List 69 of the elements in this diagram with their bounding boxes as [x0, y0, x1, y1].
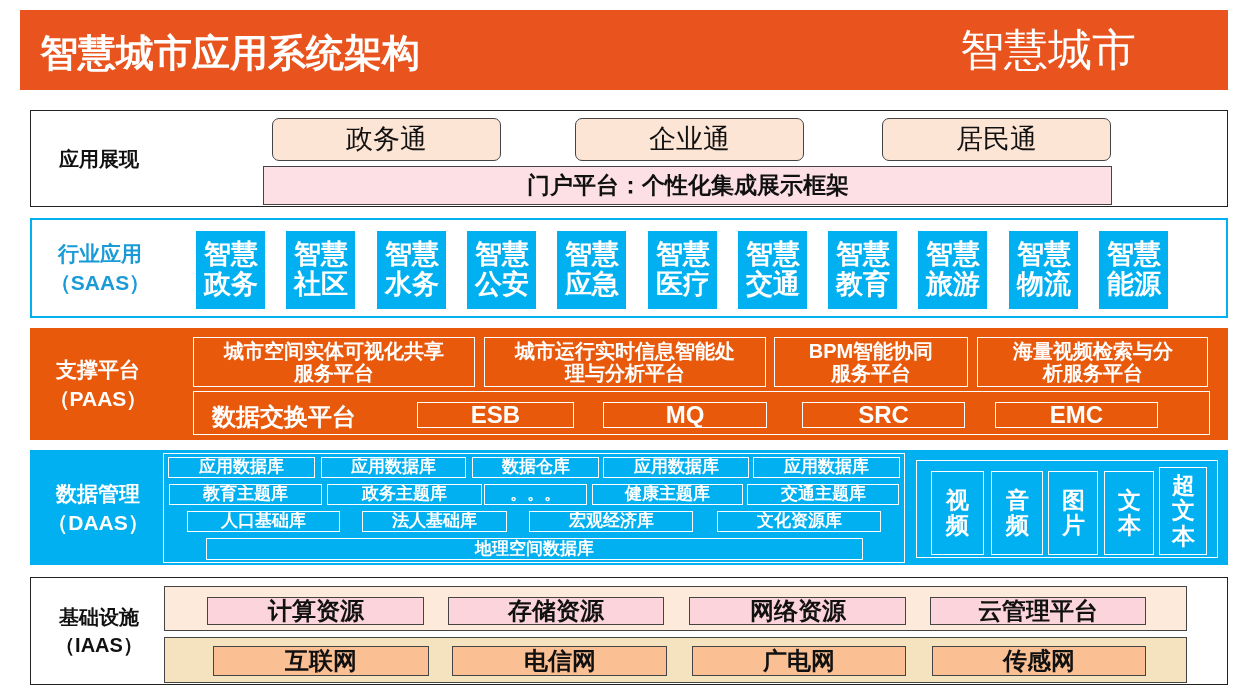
- layer-label: 数据管理（DAAS）: [46, 480, 150, 536]
- resource-box: 网络资源: [689, 597, 906, 625]
- database-box: 人口基础库: [187, 511, 340, 532]
- database-box: 教育主题库: [169, 484, 322, 505]
- app-tile: 智慧应急: [557, 231, 626, 309]
- network-box: 传感网: [932, 646, 1146, 676]
- resource-box: 云管理平台: [930, 597, 1146, 625]
- component-box: EMC: [995, 402, 1158, 428]
- layer-band: [30, 328, 1228, 440]
- database-box: 。。。: [484, 484, 587, 505]
- app-tile: 智慧水务: [377, 231, 446, 309]
- layer-label: 行业应用（SAAS）: [48, 240, 152, 296]
- resource-box: 存储资源: [448, 597, 664, 625]
- database-group: [163, 453, 905, 563]
- layer-label: 应用展现: [58, 146, 140, 172]
- app-box: 企业通: [575, 118, 804, 161]
- database-box: 应用数据库: [753, 457, 900, 478]
- database-box: 政务主题库: [327, 484, 482, 505]
- platform-box: BPM智能协同服务平台: [774, 337, 968, 387]
- database-box: 宏观经济库: [529, 511, 693, 532]
- media-box: 图片: [1048, 471, 1098, 555]
- database-box: 地理空间数据库: [206, 538, 863, 560]
- app-tile: 智慧能源: [1099, 231, 1168, 309]
- database-box: 应用数据库: [168, 457, 315, 478]
- layer-label: 基础设施（IAAS）: [54, 605, 144, 658]
- layer-band: [30, 577, 1228, 685]
- app-tile: 智慧旅游: [918, 231, 987, 309]
- app-tile: 智慧交通: [738, 231, 807, 309]
- network-box: 互联网: [213, 646, 429, 676]
- app-box: 居民通: [882, 118, 1111, 161]
- exchange-panel: [193, 391, 1210, 435]
- media-box: 视频: [931, 471, 984, 555]
- media-box: 文本: [1104, 471, 1154, 555]
- database-box: 文化资源库: [717, 511, 881, 532]
- database-box: 法人基础库: [362, 511, 507, 532]
- layer-band: [30, 110, 1228, 207]
- app-tile: 智慧教育: [828, 231, 897, 309]
- header-label: 智慧城市: [960, 28, 1136, 72]
- resource-row: [164, 586, 1187, 631]
- platform-box: 城市运行实时信息智能处理与分析平台: [484, 337, 766, 387]
- database-box: 应用数据库: [321, 457, 466, 478]
- app-box: 政务通: [272, 118, 501, 161]
- component-box: ESB: [417, 402, 574, 428]
- resource-box: 计算资源: [207, 597, 424, 625]
- app-tile: 智慧社区: [286, 231, 355, 309]
- portal-box: 门户平台：个性化集成展示框架: [263, 166, 1112, 205]
- media-box: 音频: [991, 471, 1043, 555]
- database-box: 交通主题库: [747, 484, 899, 505]
- platform-box: 城市空间实体可视化共享服务平台: [193, 337, 475, 387]
- layer-band: [30, 218, 1228, 318]
- layer-label: 数据交换平台: [212, 402, 356, 432]
- component-box: SRC: [802, 402, 965, 428]
- network-box: 广电网: [692, 646, 906, 676]
- layer-band: [30, 450, 1228, 565]
- network-box: 电信网: [452, 646, 667, 676]
- database-group: [916, 460, 1218, 558]
- platform-box: 海量视频检索与分析服务平台: [977, 337, 1208, 387]
- app-tile: 智慧公安: [467, 231, 536, 309]
- network-row: [164, 637, 1187, 683]
- app-tile: 智慧政务: [196, 231, 265, 309]
- database-box: 应用数据库: [603, 457, 749, 478]
- component-box: MQ: [603, 402, 767, 428]
- media-box: 超文本: [1159, 467, 1207, 555]
- database-box: 健康主题库: [592, 484, 743, 505]
- page-title: 智慧城市应用系统架构: [40, 34, 420, 72]
- database-box: 数据仓库: [472, 457, 599, 478]
- layer-label: 支撑平台（PAAS）: [47, 356, 149, 412]
- app-tile: 智慧物流: [1009, 231, 1078, 309]
- app-tile: 智慧医疗: [648, 231, 717, 309]
